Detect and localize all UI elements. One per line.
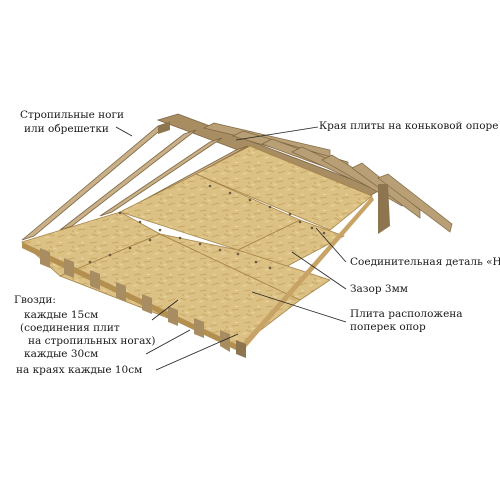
osb-sheet-lower-right — [159, 233, 331, 301]
leader-nails-edge — [155, 333, 239, 371]
label-nails-15: каждые 15см — [24, 309, 99, 321]
leader-h-clip — [315, 227, 347, 263]
leader-plate — [251, 291, 347, 323]
leader-nails-30 — [145, 329, 191, 355]
label-plate-across: Плита расположена — [350, 308, 463, 320]
leader-lines — [115, 126, 347, 371]
label-rafters-2: или обрешетки — [24, 123, 109, 135]
rafter-ends-back — [202, 122, 453, 234]
label-nails-rafters: на стропильных ногах) — [28, 335, 156, 347]
osb-sheets — [21, 145, 374, 352]
rafter-ends-eave — [40, 248, 246, 358]
label-gap: Зазор 3мм — [350, 283, 408, 295]
leader-gap — [291, 251, 347, 290]
label-nails-joints: (соединения плит — [20, 322, 120, 334]
leader-ridge — [235, 126, 319, 141]
label-nails-edges: на краях каждые 10см — [16, 364, 143, 376]
label-nails-title: Гвозди: — [14, 294, 56, 306]
nail-marks — [88, 184, 326, 270]
label-ridge-edges: Края плиты на коньковой опоре — [319, 120, 499, 132]
label-rafters: Стропильные ноги — [20, 109, 124, 121]
label-nails-30: каждые 30см — [24, 348, 99, 360]
label-h-clip: Соединительная деталь «H» — [350, 256, 500, 268]
label-plate-across-2: поперек опор — [350, 321, 426, 333]
leader-rafters — [115, 126, 133, 137]
leader-nails-15 — [151, 299, 179, 321]
